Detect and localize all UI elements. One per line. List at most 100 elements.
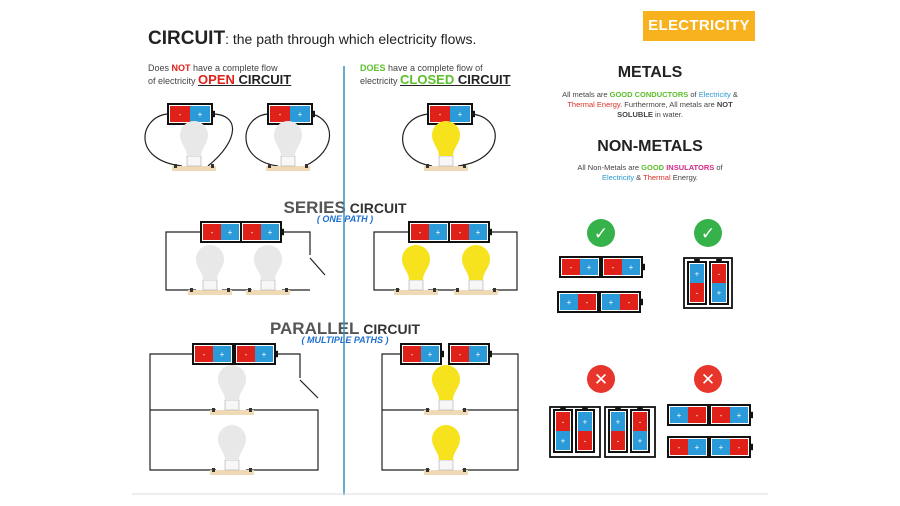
nonmetals-good: GOOD — [641, 163, 665, 172]
wrong-vertical-battery-1: -+ — [553, 407, 573, 453]
battery-half — [580, 259, 598, 275]
battery-half — [195, 346, 213, 362]
parallel-word: CIRCUIT — [359, 321, 421, 337]
open-wire-left-2 — [245, 113, 279, 167]
series-heading: SERIES CIRCUIT — [240, 198, 450, 218]
bulb-socket — [224, 459, 240, 471]
metals-not: NOT — [716, 100, 733, 109]
parallel-closed-wire-left — [381, 353, 430, 471]
bulb-glass — [218, 365, 246, 400]
battery-sign: + — [587, 263, 592, 272]
battery-half — [712, 283, 726, 302]
bulb-glass — [218, 425, 246, 460]
open-bulb-1 — [172, 121, 216, 171]
metals-electricity: Electricity — [698, 90, 731, 99]
nonmetals-heading: NON-METALS — [597, 138, 703, 155]
wrong-arrangement-battery-2: -+ — [709, 404, 753, 426]
metals-p2: of — [688, 90, 699, 99]
bulb-contact — [212, 468, 215, 472]
parallel-open-battery-2: -+ — [234, 343, 278, 365]
wrong-arrangement-battery-4: +- — [709, 436, 753, 458]
open-wire-right-2 — [304, 113, 331, 167]
series-open-bulb-1 — [188, 244, 232, 295]
open-neg: NOT — [171, 63, 191, 73]
bulb-glass — [195, 244, 224, 280]
parallel-open-bulb-1 — [210, 365, 254, 415]
bulb-contact — [305, 164, 308, 168]
check-icon: ✓ — [587, 219, 615, 247]
bulb-contact — [493, 288, 496, 292]
battery-half — [190, 106, 210, 122]
cross-mark: ✕ — [701, 370, 715, 390]
nonmetals-p2: of — [714, 163, 723, 172]
battery-terminal — [750, 411, 753, 419]
battery-half — [690, 283, 704, 302]
battery-sign: - — [419, 228, 422, 237]
battery-sign: - — [696, 411, 699, 420]
nonmetals-electricity: Electricity — [601, 173, 635, 182]
battery-terminal — [441, 350, 444, 358]
bulb-contact — [396, 288, 399, 292]
wrong-arrangement-battery-1: +- — [667, 404, 711, 426]
battery-half — [560, 294, 578, 310]
parallel-open-wire-right — [276, 353, 301, 378]
bulb-socket — [438, 155, 454, 167]
open-pre: Does — [148, 63, 172, 73]
battery-sign: - — [459, 350, 462, 359]
cross-icon: ✕ — [587, 365, 615, 393]
battery-half — [620, 294, 638, 310]
series-subtitle: ( ONE PATH ) — [316, 214, 374, 224]
nonmetals-description: All Non-Metals are GOOD INSULATORS of El… — [545, 163, 755, 183]
battery-sign: - — [245, 350, 248, 359]
parallel-open-branch-right — [246, 409, 319, 471]
check-icon: ✓ — [694, 219, 722, 247]
check-mark: ✓ — [594, 224, 608, 244]
open-wire-right — [207, 113, 234, 167]
battery-half — [622, 259, 640, 275]
series-closed-wire-right — [490, 231, 518, 291]
battery-half — [556, 431, 570, 450]
battery-sign: - — [738, 443, 741, 452]
battery-sign: + — [436, 228, 441, 237]
bulb-socket-base — [266, 166, 310, 171]
open-label-red: OPEN — [198, 72, 235, 87]
bulb-socket-base — [454, 290, 498, 295]
battery-sign: + — [428, 350, 433, 359]
bulb-contact — [212, 408, 215, 412]
battery-sign: + — [583, 418, 588, 427]
battery-half — [688, 407, 706, 423]
battery-sign: + — [638, 437, 643, 446]
cross-icon: ✕ — [694, 365, 722, 393]
title-definition: : the path through which electricity flo… — [225, 31, 477, 47]
bulb-glass — [462, 245, 490, 280]
series-open-bulb-2 — [246, 245, 290, 295]
bulb-contact — [268, 164, 271, 168]
bulb-socket-base — [188, 290, 232, 295]
bulb-socket — [438, 459, 454, 471]
bulb-contact — [463, 468, 466, 472]
page-title: CIRCUIT: the path through which electric… — [148, 28, 476, 50]
battery-half — [450, 106, 470, 122]
closed-label: CIRCUIT — [454, 72, 511, 87]
battery-half — [237, 346, 255, 362]
bulb-glass — [402, 245, 430, 280]
closed-circuit-label: CLOSED CIRCUIT — [400, 72, 511, 87]
bulb-socket — [280, 155, 296, 167]
closed-battery: -+ — [427, 103, 475, 125]
battery-terminal — [694, 259, 700, 262]
right-arrangement-battery-3: +- — [557, 291, 601, 313]
battery-half — [604, 259, 622, 275]
metals-heading: METALS — [617, 64, 683, 81]
closed-line2: electricity — [360, 76, 398, 86]
battery-terminal — [615, 407, 621, 410]
battery-holder — [549, 406, 601, 458]
battery-sign: + — [298, 110, 303, 119]
battery-half — [170, 106, 190, 122]
bulb-contact — [426, 408, 429, 412]
metals-thermal: Thermal Energy — [567, 100, 621, 109]
wrong-vertical-battery-3: +- — [608, 407, 628, 453]
open-post: have a complete flow — [190, 63, 278, 73]
series-open-battery-1: -+ — [200, 221, 244, 243]
battery-sign: + — [561, 437, 566, 446]
